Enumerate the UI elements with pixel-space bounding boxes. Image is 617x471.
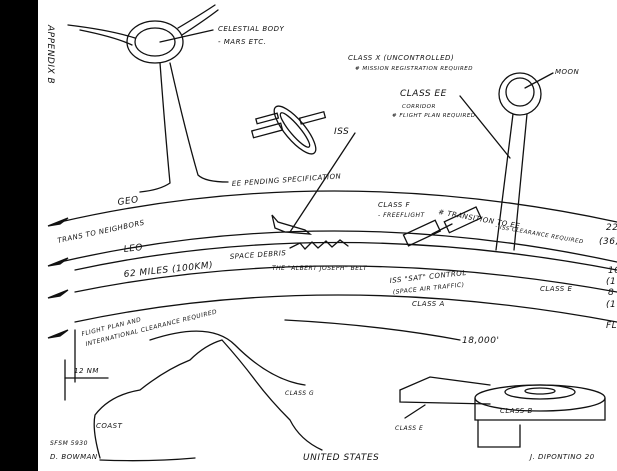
space-debris-label: SPACE DEBRIS <box>230 249 287 261</box>
mission-registration-label: # MISSION REGISTRATION REQUIRED <box>355 66 473 72</box>
class-f-label: CLASS F <box>378 201 410 209</box>
ee-pending-label: EE PENDING SPECIFICATION <box>232 172 342 188</box>
albert-joseph-belt-label: THE "ALBERT JOSEPH" BELT <box>272 265 368 272</box>
leo-label: LEO <box>123 243 143 255</box>
altitude-1b-label: (1 <box>606 300 616 310</box>
altitude-8-label: 8 <box>608 288 614 298</box>
class-a-label: CLASS A <box>412 300 445 308</box>
mars-label: - MARS ETC. <box>218 38 266 46</box>
corridor-label: CORRIDOR <box>402 104 436 110</box>
class-ee-leader <box>459 95 511 159</box>
class-ee-label: CLASS EE <box>400 89 447 99</box>
iss-leader <box>289 132 356 233</box>
altitude-1a-label: (1 <box>606 277 616 287</box>
iss-station-drawing <box>250 105 327 155</box>
geo-label: GEO <box>117 195 139 208</box>
author-left-label: D. BOWMAN <box>50 453 98 461</box>
class-b-airspace-drawing <box>399 376 606 448</box>
scale-bar <box>64 359 109 401</box>
class-g-label: CLASS G <box>285 390 314 397</box>
satellite-drawing <box>402 206 482 247</box>
coast-base <box>99 457 196 462</box>
class-e-leader <box>404 404 426 419</box>
appendix-label: APPENDIX B <box>45 24 55 84</box>
left-black-border <box>0 0 38 471</box>
class-g-boundary <box>149 330 306 386</box>
class-b-label: CLASS B <box>500 407 533 415</box>
coast-label: COAST <box>96 422 123 430</box>
shuttle-drawing <box>271 214 313 235</box>
class-e-right-label: CLASS E <box>540 285 572 293</box>
eighteen-thousand-label: 18,000' <box>462 336 499 346</box>
mars-body-drawing <box>67 4 229 193</box>
flight-plan-required-label: # FLIGHT PLAN REQUIRED <box>392 113 476 119</box>
arrowheads <box>47 217 69 339</box>
moon-label: MOON <box>555 68 580 76</box>
iss-label: ISS <box>334 127 349 137</box>
space-air-traffic-label: (SPACE AIR TRAFFIC) <box>392 281 464 295</box>
flight-level-label: FL <box>606 321 617 331</box>
freeflight-label: - FREEFLIGHT <box>378 212 425 219</box>
mountain-coast <box>93 339 323 459</box>
altitude-22-label: 22 <box>606 223 617 233</box>
altitude-10-label: 10 <box>608 266 617 276</box>
celestial-body-label: CELESTIAL BODY <box>218 25 285 33</box>
sfsm-label: SFSM 5930 <box>50 440 88 447</box>
trans-to-neighbors-label: TRANS TO NEIGHBORS <box>57 219 146 245</box>
twelve-nm-label: 12 NM <box>74 367 99 375</box>
class-x-label: CLASS X (UNCONTROLLED) <box>348 54 454 62</box>
class-e-bottom-label: CLASS E <box>395 425 423 432</box>
author-right-label: J. DIPONTINO 20 <box>528 453 595 461</box>
moon-drawing <box>495 72 554 251</box>
debris-belt <box>289 239 349 250</box>
united-states-label: UNITED STATES <box>303 453 379 463</box>
altitude-36-label: (36, <box>599 237 617 247</box>
